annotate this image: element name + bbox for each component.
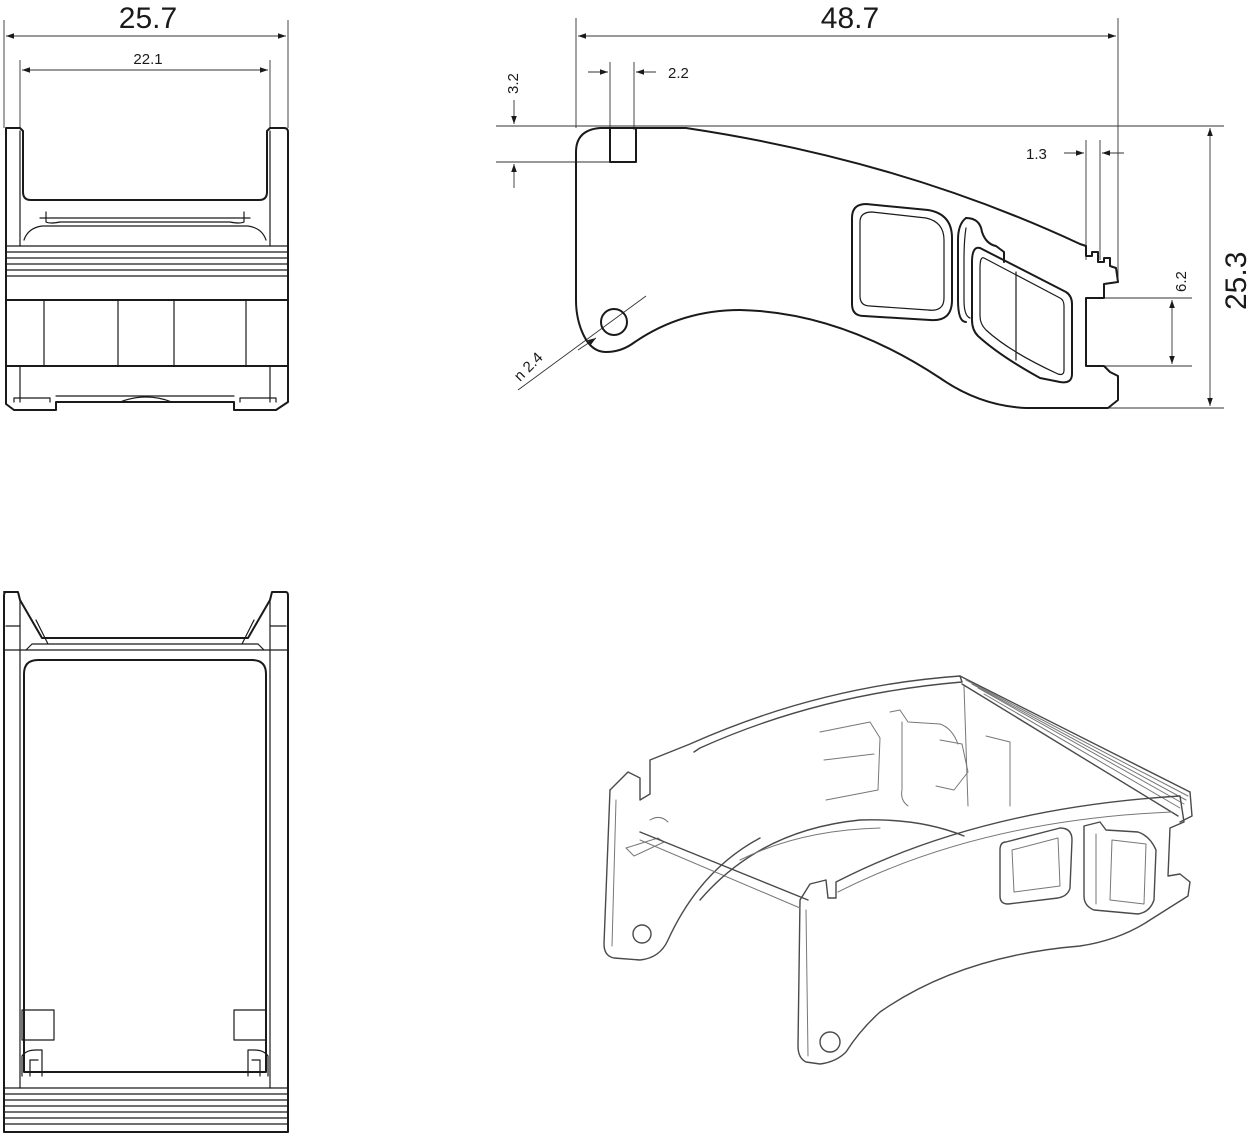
side-view-outline — [575, 127, 1119, 409]
isometric-view — [603, 675, 1193, 1065]
side-view: 48.7 2.2 3.2 1.3 25.3 6.2 n 2.4 — [496, 2, 1250, 409]
front-view-outline — [5, 127, 289, 411]
front-view: 25.7 22.1 — [3, 2, 289, 411]
dim-side-overall-length: 48.7 — [821, 2, 879, 35]
top-view-outline — [3, 591, 289, 1133]
dim-end-slot-height: 6.2 — [1173, 271, 1190, 292]
dim-slot-depth: 3.2 — [505, 73, 522, 94]
dim-hole-diameter: n 2.4 — [511, 349, 547, 385]
dim-slot-width: 2.2 — [668, 65, 689, 82]
dim-front-inner-width: 22.1 — [133, 51, 162, 68]
dim-tooth-pitch: 1.3 — [1026, 146, 1047, 163]
dim-front-overall-width: 25.7 — [119, 2, 177, 35]
mounting-hole-side — [600, 308, 628, 336]
top-view — [3, 591, 289, 1133]
dim-height: 25.3 — [1220, 252, 1250, 310]
